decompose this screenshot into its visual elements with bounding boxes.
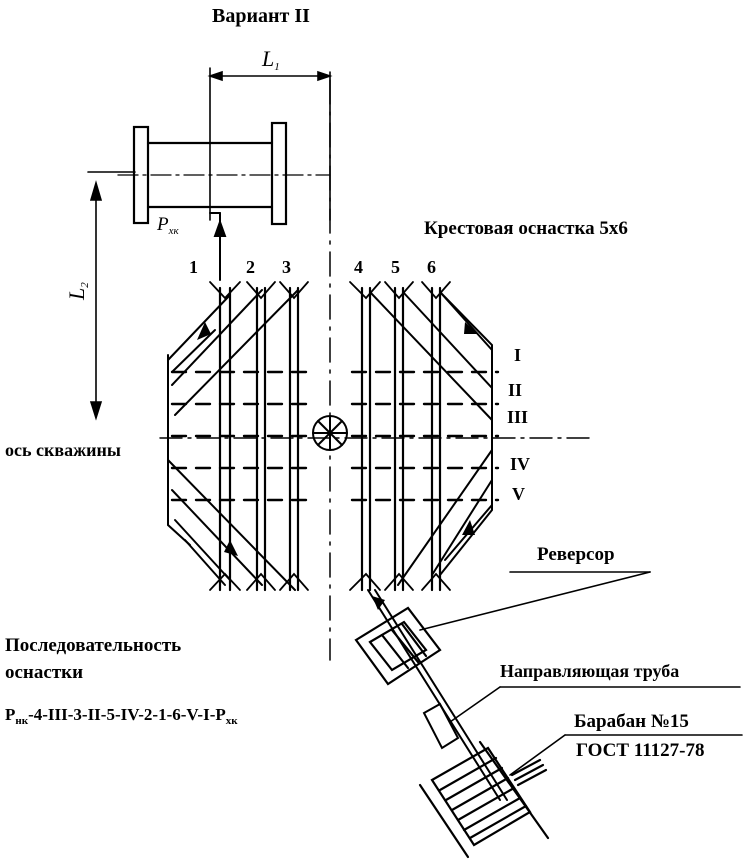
diagram-title: Вариант II xyxy=(212,5,310,27)
arrow-icon xyxy=(197,322,211,340)
right-diagonal-ropes xyxy=(369,291,493,586)
column-number-2: 2 xyxy=(246,257,255,277)
right-outer-contour xyxy=(439,291,493,576)
arrow-down-icon xyxy=(89,401,103,421)
pxk-label: Pхк xyxy=(157,214,179,237)
column-number-5: 5 xyxy=(391,257,400,277)
drum-leader-line xyxy=(509,734,566,776)
rope-direction-arrows xyxy=(197,322,478,610)
drum-label: Барабан №15 xyxy=(574,711,689,732)
reversor-label: Реверсор xyxy=(537,544,615,565)
left-horizontal-ropes xyxy=(170,370,314,502)
arrow-up-icon xyxy=(89,180,103,201)
reversor xyxy=(354,571,651,686)
column-number-4: 4 xyxy=(354,257,363,277)
left-sheave-marks xyxy=(209,281,309,591)
row-numeral-v: V xyxy=(512,484,525,504)
pxk-lead xyxy=(209,212,227,281)
reversor-leader-line xyxy=(419,571,651,631)
column-number-1: 1 xyxy=(189,257,198,277)
guide-pipe xyxy=(422,686,741,750)
rigging-title: Крестовая оснастка 5х6 xyxy=(424,218,628,239)
left-outer-contour xyxy=(167,354,191,546)
crown-right-flange xyxy=(270,121,288,226)
l2-label: L2 xyxy=(64,282,91,300)
fast-line xyxy=(367,589,508,801)
right-sheave-marks xyxy=(349,281,451,591)
well-axis-label: ось скважины xyxy=(5,440,121,460)
column-number-6: 6 xyxy=(427,257,436,277)
arrow-icon xyxy=(462,520,475,535)
right-vertical-ropes xyxy=(360,286,442,592)
row-numeral-ii: II xyxy=(508,380,523,400)
sequence-title-line1: Последовательность xyxy=(5,635,182,656)
arrow-icon xyxy=(224,540,238,556)
sequence-title-line2: оснастки xyxy=(5,662,84,683)
well-center-icon xyxy=(312,415,348,451)
left-diagonal-ropes xyxy=(167,289,299,591)
guide-pipe-label: Направляющая труба xyxy=(500,661,680,681)
gost-label: ГОСТ 11127-78 xyxy=(576,740,705,761)
guide-pipe-leader-line xyxy=(449,686,501,723)
row-numeral-i: I xyxy=(514,345,522,365)
column-number-3: 3 xyxy=(282,257,291,277)
row-numeral-iv: IV xyxy=(510,454,531,474)
l1-label: L1 xyxy=(262,46,280,73)
right-horizontal-ropes xyxy=(350,370,500,502)
arrow-icon xyxy=(464,322,478,334)
drum xyxy=(418,734,743,859)
rigging-sequence: Рнк-4-III-3-II-5-IV-2-1-6-V-I-Рхк xyxy=(5,705,238,727)
crown-block xyxy=(117,121,331,226)
row-numeral-iii: III xyxy=(507,407,529,427)
l2-dimension xyxy=(87,171,136,421)
arrow-left-icon xyxy=(207,70,223,82)
arrow-right-icon xyxy=(317,70,333,82)
arrow-up-icon xyxy=(213,219,227,237)
